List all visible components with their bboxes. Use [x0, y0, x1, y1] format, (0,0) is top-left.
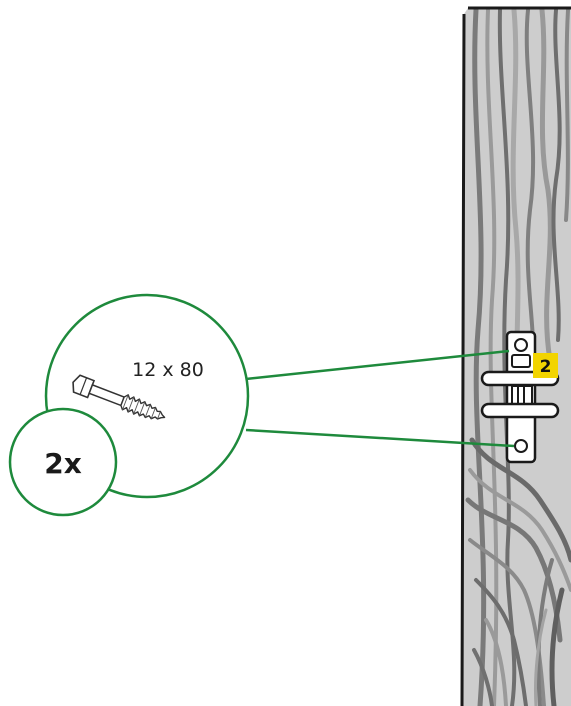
hinge-bracket [480, 330, 560, 464]
hinge-lower-bar [480, 402, 560, 419]
leader-line-upper [245, 349, 510, 381]
lag-screw-icon [72, 374, 166, 420]
upper-screw-hole [514, 338, 528, 352]
screw-size-label: 12 x 80 [132, 359, 204, 381]
lower-screw-hole [514, 439, 528, 453]
quantity-label: 2x [44, 447, 82, 480]
step-badge: 2 [533, 353, 558, 378]
quantity-circle [8, 407, 118, 517]
step-number: 2 [540, 357, 552, 377]
leader-line-lower [245, 428, 515, 448]
